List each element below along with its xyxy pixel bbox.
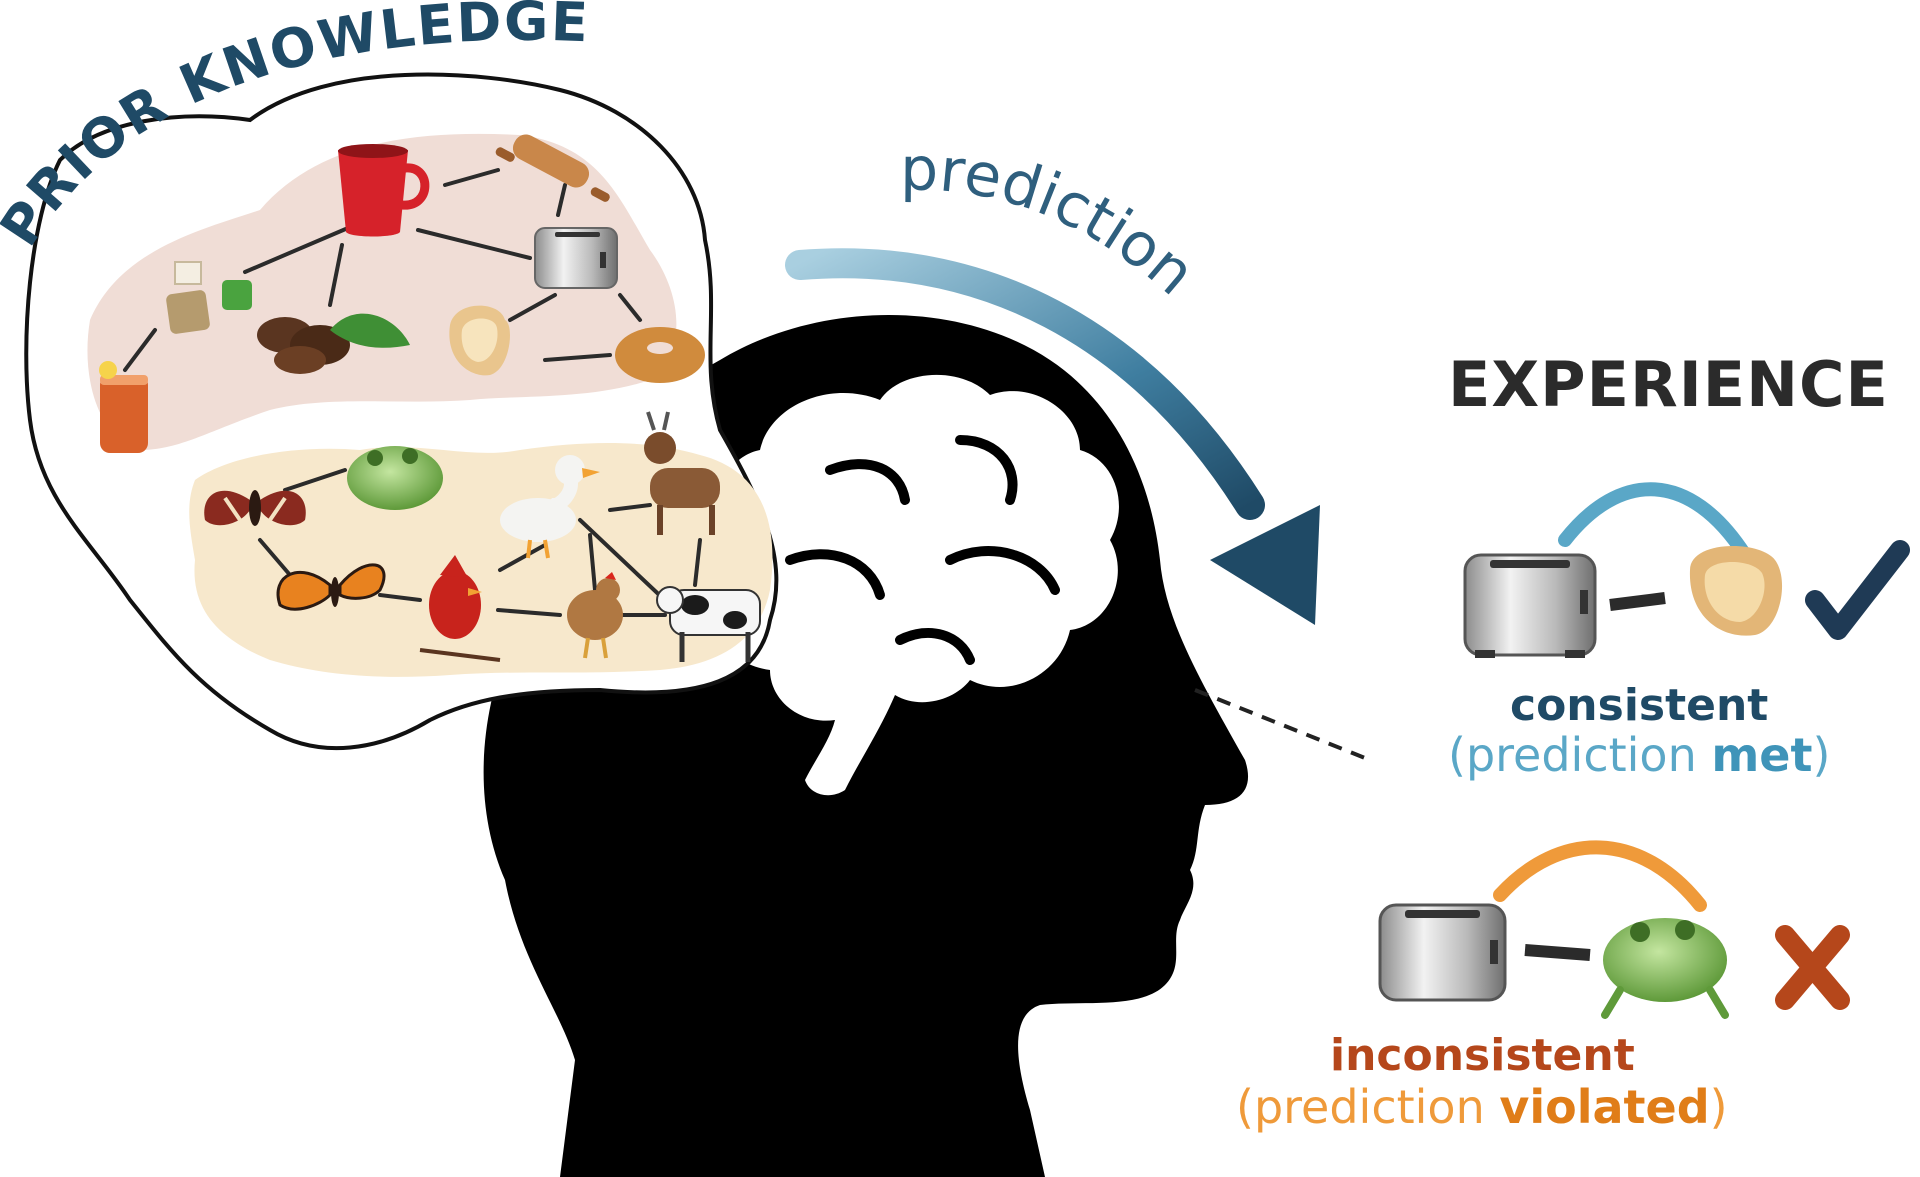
inconsistent-experience (1378, 840, 1850, 1019)
check-icon (1805, 540, 1910, 640)
inconsistent-label: inconsistent (1330, 1030, 1635, 1081)
cardinal-icon (419, 555, 501, 662)
inconsistent-note-bold: violated (1499, 1080, 1710, 1134)
brain-fold (785, 549, 885, 600)
kitchen-cluster-area (87, 133, 677, 450)
bagel-icon (615, 327, 705, 383)
rolling-pin-icon (495, 134, 610, 202)
consistent-note-open: (prediction (1448, 728, 1712, 782)
consistent-arc (1558, 482, 1752, 562)
consistent-experience (1463, 482, 1910, 658)
inconsistent-note-close: ) (1709, 1080, 1728, 1134)
consistent-note-close: ) (1812, 728, 1831, 782)
inconsistent-note-open: (prediction (1236, 1080, 1500, 1134)
toaster-icon (534, 227, 618, 289)
consistent-label: consistent (1510, 680, 1769, 731)
toaster-icon (1463, 553, 1597, 658)
brain-fold (955, 435, 1018, 505)
experience-heading: EXPERIENCE (1448, 348, 1889, 421)
brain-fold (945, 546, 1060, 595)
toaster-icon (1378, 903, 1507, 1002)
inconsistent-note: (prediction violated) (1236, 1080, 1728, 1134)
butterfly-icon (276, 563, 386, 611)
prediction-arrowhead (1210, 505, 1320, 625)
animal-cluster-area (189, 443, 773, 677)
inconsistent-arc (1493, 840, 1707, 912)
cross-icon (1775, 925, 1850, 1010)
prediction-arrow-shaft (785, 248, 1265, 520)
bread-slice-icon (449, 305, 510, 376)
consistent-note-bold: met (1711, 728, 1813, 782)
frog-icon (347, 446, 443, 510)
inconsistent-link (1524, 944, 1591, 961)
coffee-beans-icon (257, 313, 410, 374)
chicken-icon (567, 572, 623, 659)
bread-slice-icon (1689, 546, 1783, 636)
duck-icon (500, 455, 600, 559)
frog-icon (1601, 918, 1729, 1019)
brain-fold (825, 459, 910, 505)
moth-icon (204, 490, 306, 526)
mug-icon (338, 144, 430, 237)
goat-icon (644, 411, 720, 535)
iced-tea-jar-icon (99, 361, 148, 453)
kitchen-connectors (123, 168, 642, 372)
brain-fold (895, 627, 975, 665)
prior-knowledge-bubble: PRIOR KNOWLEDGE (0, 0, 779, 751)
experience-pointer-line (1194, 688, 1371, 762)
animal-connectors (258, 468, 702, 617)
cow-icon (656, 586, 761, 662)
tea-bag-icon (166, 261, 252, 334)
consistent-link (1609, 592, 1666, 611)
consistent-note: (prediction met) (1448, 728, 1830, 782)
